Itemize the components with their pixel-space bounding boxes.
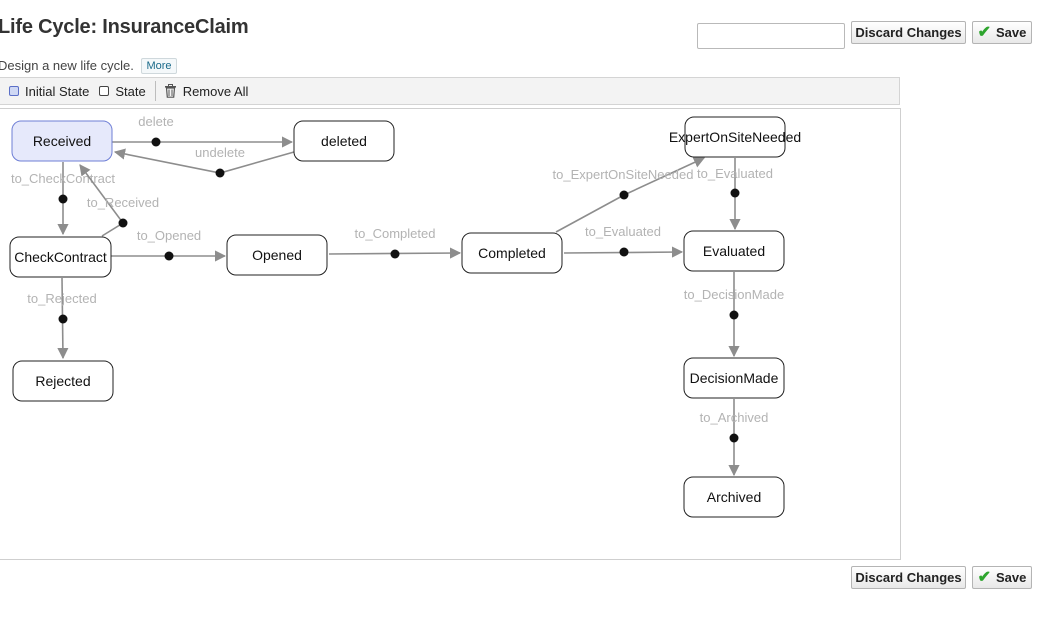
transition-handle[interactable] <box>151 137 161 147</box>
initial-state-label: Initial State <box>25 83 90 99</box>
save-label: Save <box>996 570 1027 585</box>
state-box[interactable] <box>293 120 395 162</box>
transition-handle[interactable] <box>215 168 225 178</box>
transition-to-rejected[interactable]: to_Rejected <box>27 277 97 360</box>
state-node-expertonsiteneeded[interactable]: ExpertOnSiteNeeded <box>669 116 801 158</box>
more-button[interactable]: More <box>141 58 177 74</box>
editor-toolbar: Initial State State Remove All <box>0 77 900 105</box>
state-node-completed[interactable]: Completed <box>461 232 563 274</box>
remove-all-label: Remove All <box>182 83 249 99</box>
add-initial-state-tool[interactable]: Initial State <box>9 84 89 99</box>
state-node-archived[interactable]: Archived <box>683 476 785 518</box>
state-box[interactable] <box>684 116 786 158</box>
page-subtitle: Design a new life cycle. More <box>0 58 177 74</box>
transition-label: delete <box>138 114 173 129</box>
transition-to-completed[interactable]: to_Completed <box>328 226 462 259</box>
state-label: Archived <box>707 489 761 505</box>
transition-delete[interactable]: delete <box>112 114 294 148</box>
state-label: Opened <box>252 247 302 263</box>
transition-undelete[interactable]: undelete <box>113 145 295 178</box>
state-label: Evaluated <box>703 243 765 259</box>
state-node-opened[interactable]: Opened <box>226 234 328 276</box>
transition-handle[interactable] <box>118 218 128 228</box>
lifecycle-name-input[interactable] <box>697 23 845 49</box>
transition-label: to_Received <box>87 195 159 210</box>
add-state-tool[interactable]: State <box>99 83 146 99</box>
transition-to-received[interactable]: to_Received <box>79 164 159 237</box>
transition-label: to_Rejected <box>27 291 96 306</box>
transition-handle[interactable] <box>58 314 68 324</box>
state-label: DecisionMade <box>690 370 779 386</box>
discard-changes-button-bottom[interactable]: Discard Changes <box>851 566 966 589</box>
state-label: CheckContract <box>14 249 107 265</box>
checkmark-icon: ✔ <box>977 568 992 586</box>
save-button-bottom[interactable]: ✔ Save <box>972 566 1032 589</box>
discard-changes-label: Discard Changes <box>855 25 962 40</box>
transition-to-expertonsiteneeded[interactable]: to_ExpertOnSiteNeeded <box>553 157 706 233</box>
save-button-top[interactable]: ✔ Save <box>972 21 1032 44</box>
transition-label: to_Evaluated <box>697 166 773 181</box>
state-icon <box>99 86 110 96</box>
state-box[interactable] <box>461 232 563 274</box>
state-label: State <box>115 83 146 99</box>
transition-label: to_Archived <box>700 410 769 425</box>
save-label: Save <box>996 25 1027 40</box>
transition-label: undelete <box>195 145 245 160</box>
state-node-checkcontract[interactable]: CheckContract <box>9 236 112 278</box>
state-label: ExpertOnSiteNeeded <box>669 129 801 145</box>
state-node-deleted[interactable]: deleted <box>293 120 395 162</box>
transition-label: to_ExpertOnSiteNeeded <box>553 167 694 182</box>
transition-to-evaluated-2[interactable]: to_Evaluated <box>697 158 773 231</box>
transition-handle[interactable] <box>730 188 740 198</box>
transition-handle[interactable] <box>58 194 68 204</box>
transition-handle[interactable] <box>619 247 629 257</box>
state-label: deleted <box>321 133 367 149</box>
page-title: Life Cycle: InsuranceClaim <box>0 16 249 38</box>
transition-to-archived[interactable]: to_Archived <box>700 399 769 477</box>
transition-handle[interactable] <box>164 251 174 261</box>
transition-to-evaluated-1[interactable]: to_Evaluated <box>563 224 684 258</box>
subtitle-text: Design a new life cycle. <box>0 58 134 73</box>
state-node-rejected[interactable]: Rejected <box>12 360 114 402</box>
discard-changes-label: Discard Changes <box>855 570 962 585</box>
transition-label: to_Opened <box>137 228 201 243</box>
transition-to-decisionmade[interactable]: to_DecisionMade <box>684 272 784 358</box>
state-box[interactable] <box>683 230 785 272</box>
state-node-evaluated[interactable]: Evaluated <box>683 230 785 272</box>
state-node-decisionmade[interactable]: DecisionMade <box>683 357 785 399</box>
transition-label: to_CheckContract <box>11 171 115 186</box>
state-box[interactable] <box>12 360 114 402</box>
state-box[interactable] <box>683 357 785 399</box>
transition-handle[interactable] <box>390 249 400 259</box>
transition-handle[interactable] <box>729 310 739 320</box>
checkmark-icon: ✔ <box>977 23 992 41</box>
state-node-received[interactable]: Received <box>11 120 113 162</box>
transition-to-opened[interactable]: to_Opened <box>111 228 227 262</box>
initial-state-icon <box>9 86 19 96</box>
state-box[interactable] <box>9 236 112 278</box>
state-label: Rejected <box>35 373 90 389</box>
state-label: Received <box>33 133 91 149</box>
transition-label: to_Completed <box>355 226 436 241</box>
transition-label: to_Evaluated <box>585 224 661 239</box>
remove-all-tool[interactable]: Remove All <box>164 83 249 99</box>
toolbar-divider <box>154 81 156 101</box>
state-box[interactable] <box>11 120 113 162</box>
transition-handle[interactable] <box>619 190 629 200</box>
state-label: Completed <box>478 245 546 261</box>
discard-changes-button-top[interactable]: Discard Changes <box>851 21 966 44</box>
transition-handle[interactable] <box>729 433 739 443</box>
trash-icon <box>164 84 176 98</box>
transition-label: to_DecisionMade <box>684 287 784 302</box>
state-box[interactable] <box>683 476 785 518</box>
state-box[interactable] <box>226 234 328 276</box>
